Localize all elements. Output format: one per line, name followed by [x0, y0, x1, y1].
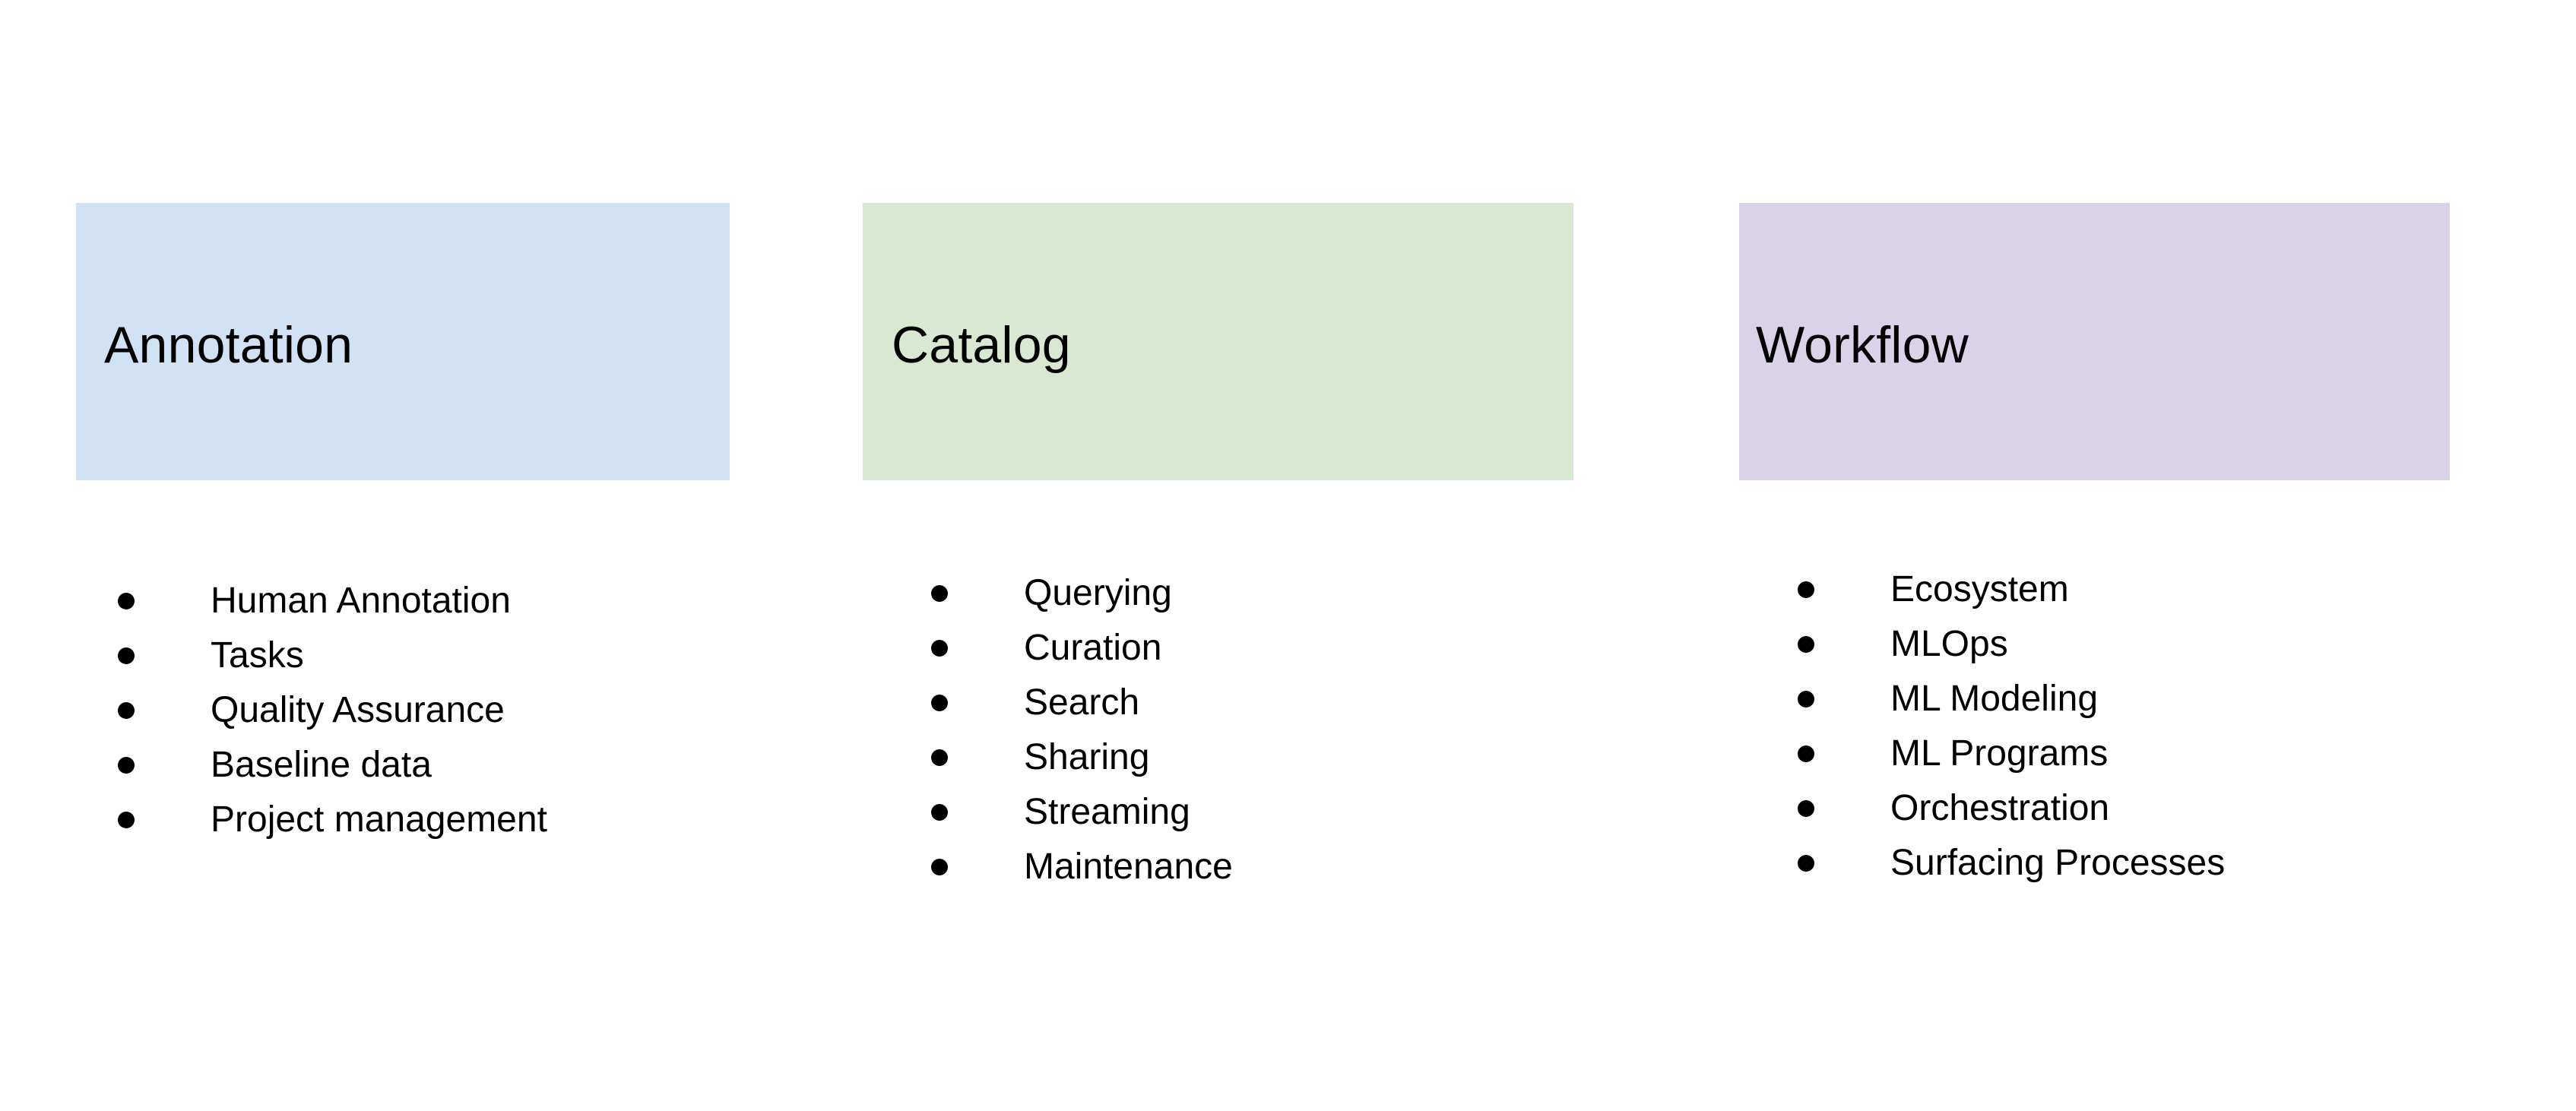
list-item[interactable]: MLOps	[1790, 617, 2225, 672]
list-item-label: Querying	[1024, 573, 1172, 613]
bullet-point-icon	[118, 593, 135, 609]
column-catalog: Catalog Querying Curation Search Sharing…	[836, 0, 1718, 1111]
list-item-label: Curation	[1024, 628, 1162, 668]
list-item-label: Ecosystem	[1890, 569, 2069, 609]
bullet-point-icon	[931, 749, 948, 766]
header-box-catalog[interactable]: Catalog	[863, 203, 1573, 480]
list-item[interactable]: Curation	[924, 621, 1233, 676]
list-item[interactable]: Surfacing Processes	[1790, 836, 2225, 891]
list-item-label: ML Programs	[1890, 733, 2109, 774]
list-item[interactable]: Streaming	[924, 785, 1233, 840]
list-item[interactable]: Orchestration	[1790, 781, 2225, 836]
bullet-point-icon	[1798, 855, 1814, 872]
bullet-list-workflow: Ecosystem MLOps ML Modeling ML Programs …	[1790, 562, 2225, 891]
bullet-point-icon	[1798, 636, 1814, 653]
bullet-point-icon	[931, 859, 948, 875]
list-item[interactable]: Querying	[924, 566, 1233, 621]
list-item[interactable]: Ecosystem	[1790, 562, 2225, 617]
list-item-label: Search	[1024, 682, 1140, 723]
list-item-label: Orchestration	[1890, 788, 2110, 828]
list-item-label: Maintenance	[1024, 847, 1233, 887]
list-item[interactable]: ML Programs	[1790, 726, 2225, 781]
header-title-catalog: Catalog	[892, 315, 1071, 374]
list-item[interactable]: Project management	[110, 793, 547, 847]
list-item[interactable]: Search	[924, 676, 1233, 730]
bullet-point-icon	[118, 812, 135, 828]
bullet-point-icon	[1798, 581, 1814, 598]
list-item[interactable]: Quality Assurance	[110, 683, 547, 738]
bullet-point-icon	[1798, 800, 1814, 817]
header-title-annotation: Annotation	[104, 315, 353, 374]
bullet-point-icon	[118, 647, 135, 664]
header-box-annotation[interactable]: Annotation	[76, 203, 730, 480]
list-item[interactable]: Sharing	[924, 730, 1233, 785]
bullet-list-annotation: Human Annotation Tasks Quality Assurance…	[110, 574, 547, 847]
bullet-point-icon	[1798, 745, 1814, 762]
list-item[interactable]: Baseline data	[110, 738, 547, 793]
list-item-label: MLOps	[1890, 624, 2008, 664]
list-item[interactable]: ML Modeling	[1790, 672, 2225, 726]
bullet-list-catalog: Querying Curation Search Sharing Streami…	[924, 566, 1233, 894]
column-workflow: Workflow Ecosystem MLOps ML Modeling ML …	[1718, 0, 2576, 1111]
column-annotation: Annotation Human Annotation Tasks Qualit…	[0, 0, 836, 1111]
header-title-workflow: Workflow	[1756, 315, 1969, 374]
bullet-point-icon	[1798, 691, 1814, 707]
bullet-point-icon	[118, 702, 135, 719]
list-item-label: Surfacing Processes	[1890, 843, 2226, 883]
list-item-label: Quality Assurance	[211, 690, 505, 730]
list-item-label: Streaming	[1024, 792, 1190, 832]
list-item-label: Tasks	[211, 635, 304, 676]
bullet-point-icon	[931, 585, 948, 602]
list-item-label: Baseline data	[211, 745, 432, 785]
bullet-point-icon	[931, 640, 948, 657]
bullet-point-icon	[931, 804, 948, 821]
list-item[interactable]: Tasks	[110, 628, 547, 683]
bullet-point-icon	[118, 757, 135, 774]
list-item-label: Human Annotation	[211, 581, 511, 621]
list-item-label: Project management	[211, 799, 547, 840]
header-box-workflow[interactable]: Workflow	[1739, 203, 2450, 480]
list-item[interactable]: Maintenance	[924, 840, 1233, 894]
list-item[interactable]: Human Annotation	[110, 574, 547, 628]
list-item-label: Sharing	[1024, 737, 1150, 777]
bullet-point-icon	[931, 695, 948, 711]
list-item-label: ML Modeling	[1890, 679, 2099, 719]
